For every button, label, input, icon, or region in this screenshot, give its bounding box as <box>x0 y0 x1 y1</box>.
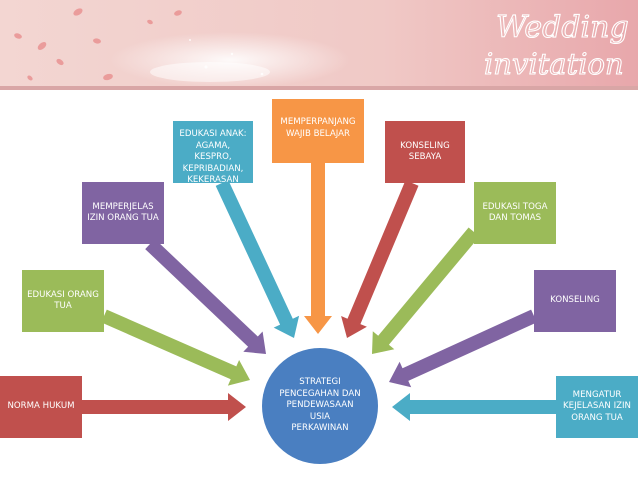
arrow-edukasi-anak <box>215 180 300 338</box>
header-banner <box>0 0 638 90</box>
box-konseling: KONSELING <box>534 270 616 332</box>
logo-line-invitation: invitation <box>484 47 624 81</box>
arrow-mengatur-izin <box>392 393 556 421</box>
box-edukasi-toga-tomas: EDUKASI TOGA DAN TOMAS <box>474 182 556 244</box>
box-mengatur-izin: MENGATUR KEJELASAN IZIN ORANG TUA <box>556 376 638 438</box>
wedding-invitation-logo: Wedding invitation <box>483 9 628 81</box>
arrow-konseling-sebaya <box>341 180 419 338</box>
logo-line-wedding: Wedding <box>496 10 628 45</box>
box-konseling-sebaya: KONSELING SEBAYA <box>385 121 465 183</box>
box-edukasi-orang-tua: EDUKASI ORANG TUA <box>22 270 104 332</box>
arrow-edukasi-toga-tomas <box>372 227 480 354</box>
arrow-wajib-belajar <box>304 163 332 334</box>
arrow-konseling <box>389 309 537 388</box>
box-edukasi-anak: EDUKASI ANAK: AGAMA, KESPRO, KEPRIBADIAN… <box>173 121 253 185</box>
arrow-norma-hukum <box>82 393 246 421</box>
arrow-group <box>82 163 556 421</box>
box-norma-hukum: NORMA HUKUM <box>0 376 82 438</box>
box-memperjelas-izin: MEMPERJELAS IZIN ORANG TUA <box>82 182 164 244</box>
arrow-edukasi-orang-tua <box>101 309 250 386</box>
box-wajib-belajar: MEMPERPANJANG WAJIB BELAJAR <box>272 99 364 163</box>
arrow-memperjelas-izin <box>145 238 266 354</box>
center-strategy-circle: STRATEGI PENCEGAHAN DAN PENDEWASAAN USIA… <box>262 348 378 464</box>
